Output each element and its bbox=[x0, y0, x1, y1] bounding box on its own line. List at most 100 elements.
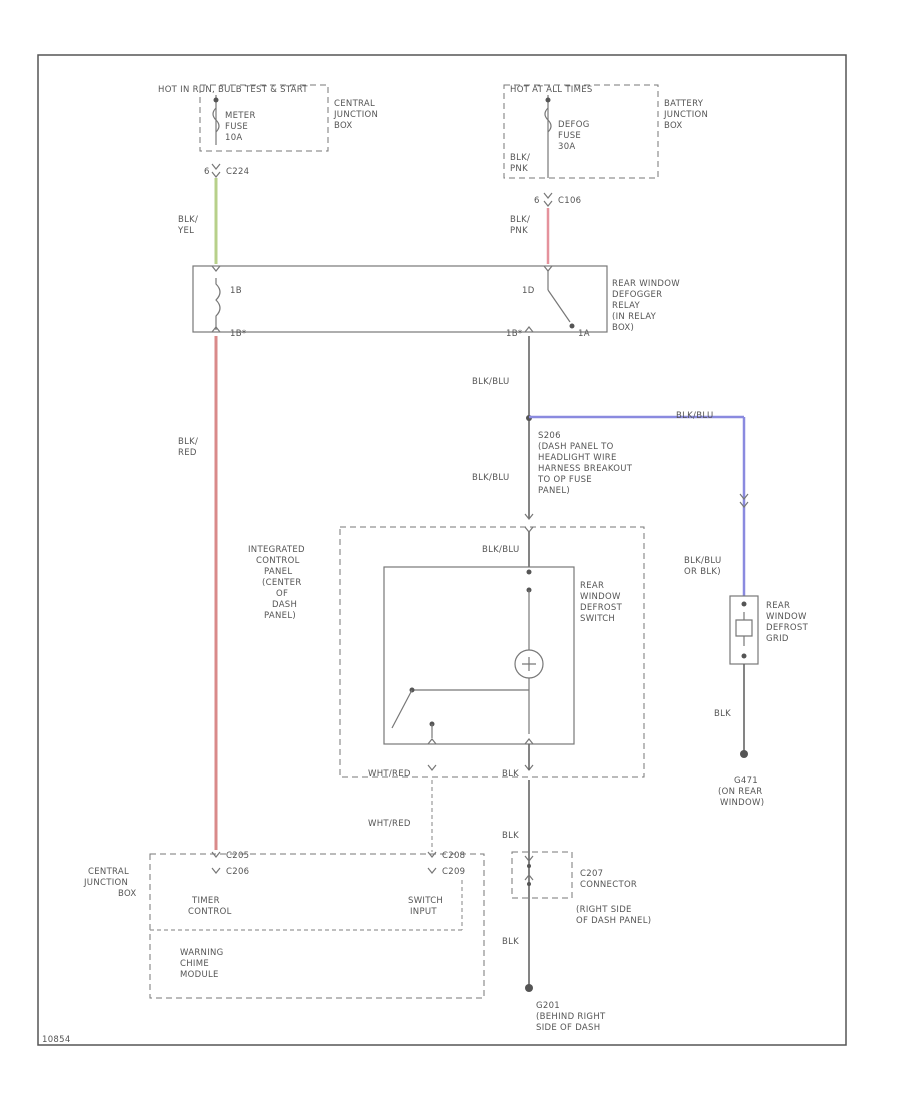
battery-junction-box bbox=[503, 84, 659, 179]
diagram-code: 10854 bbox=[42, 1035, 71, 1045]
wire-label-wht-red-2: WHT/RED bbox=[368, 819, 411, 829]
defrost-switch-contact bbox=[391, 689, 413, 729]
connector-c205-label: C205 bbox=[226, 851, 249, 861]
wire-label-wht-red: WHT/RED bbox=[368, 769, 411, 779]
defog-fuse-label-3: 30A bbox=[558, 142, 576, 152]
relay-label-1: REAR WINDOW bbox=[612, 279, 680, 289]
warning-chime-module-label-3: MODULE bbox=[180, 970, 219, 980]
meter-fuse-label-2: FUSE bbox=[225, 122, 248, 132]
connector-c207 bbox=[511, 851, 573, 899]
ground-g201-label-2: (BEHIND RIGHT bbox=[536, 1012, 606, 1022]
rear-window-defogger-relay bbox=[192, 265, 608, 333]
connector-c207-label-1: C207 bbox=[580, 869, 603, 879]
wire-label-blk-pnk-2: PNK bbox=[510, 226, 528, 236]
ground-g201-label-3: SIDE OF DASH bbox=[536, 1023, 600, 1033]
wire-label-blk-pnk-upper-2: PNK bbox=[510, 164, 528, 174]
splice-label-1: S206 bbox=[538, 431, 561, 441]
wire-label-blk-yel-2: YEL bbox=[177, 226, 194, 236]
wire-label-blk-blu-2: BLK/BLU bbox=[472, 473, 509, 483]
relay-pin-far-right: 1A bbox=[578, 329, 590, 339]
ground-g471-label-2: (ON REAR bbox=[718, 787, 762, 797]
defrost-switch-label-1: REAR bbox=[580, 581, 604, 591]
defog-fuse-label-2: FUSE bbox=[558, 131, 581, 141]
warning-chime-module-label-2: CHIME bbox=[180, 959, 209, 969]
integrated-panel-label-1: INTEGRATED bbox=[248, 545, 305, 555]
wire-label-blk-blu-3: BLK/BLU bbox=[482, 545, 519, 555]
ground-g471-label-1: G471 bbox=[734, 776, 758, 786]
integrated-panel-label-5: OF bbox=[276, 589, 288, 599]
central-junction-box-top-label-3: BOX bbox=[334, 121, 353, 131]
relay-pin-right: 1D bbox=[522, 286, 535, 296]
defog-fuse-label-1: DEFOG bbox=[558, 120, 590, 130]
wire-label-blk-red-1: BLK/ bbox=[178, 437, 198, 447]
splice-label-4: HARNESS BREAKOUT bbox=[538, 464, 633, 474]
splice-label-2: (DASH PANEL TO bbox=[538, 442, 614, 452]
wire-label-blk-yel-1: BLK/ bbox=[178, 215, 198, 225]
connector-c208-label: C208 bbox=[442, 851, 465, 861]
relay-coil-symbol bbox=[215, 278, 221, 330]
integrated-panel-label-6: DASH bbox=[272, 600, 297, 610]
wire-label-blk-blu-horizontal: BLK/BLU bbox=[676, 411, 713, 421]
integrated-panel-label-3: PANEL bbox=[264, 567, 292, 577]
defrost-grid-label-4: GRID bbox=[766, 634, 789, 644]
relay-pin-left: 1B bbox=[230, 286, 242, 296]
wire-label-blk-3: BLK bbox=[502, 937, 519, 947]
meter-fuse-label-1: METER bbox=[225, 111, 256, 121]
wire-label-blk-1: BLK bbox=[502, 769, 519, 779]
relay-label-3: RELAY bbox=[612, 301, 641, 311]
wire-label-blk-pnk-upper-1: BLK/ bbox=[510, 153, 530, 163]
ground-g471 bbox=[740, 750, 748, 758]
wire-label-blk-red-2: RED bbox=[178, 448, 197, 458]
warning-chime-module-label-1: WARNING bbox=[180, 948, 224, 958]
central-junction-box-bottom-label-2: JUNCTION bbox=[83, 878, 128, 888]
ground-g201-label-1: G201 bbox=[536, 1001, 560, 1011]
pin-6-left: 6 bbox=[204, 167, 210, 177]
defrost-grid-label-3: DEFROST bbox=[766, 623, 809, 633]
switch-input-label-1: SWITCH bbox=[408, 896, 443, 906]
connector-c207-label-2: CONNECTOR bbox=[580, 880, 637, 890]
relay-pin-left-bottom: 1B* bbox=[230, 329, 246, 339]
battery-junction-box-label-3: BOX bbox=[664, 121, 683, 131]
central-junction-box-bottom-label-3: BOX bbox=[118, 889, 137, 899]
central-junction-box-top-label-1: CENTRAL bbox=[334, 99, 375, 109]
splice-label-6: PANEL) bbox=[538, 486, 570, 496]
defrost-switch-label-3: DEFROST bbox=[580, 603, 623, 613]
central-junction-box-bottom bbox=[149, 853, 485, 999]
relay-switch-contact bbox=[547, 289, 571, 323]
connector-c224-label: C224 bbox=[226, 167, 249, 177]
connector-c207-location-2: OF DASH PANEL) bbox=[576, 916, 651, 926]
defog-fuse-symbol bbox=[544, 107, 552, 133]
rear-window-defrost-switch bbox=[383, 566, 575, 745]
wire-label-blk-right: BLK bbox=[714, 709, 731, 719]
defrost-grid-element-symbol bbox=[735, 612, 753, 646]
diagram-frame bbox=[37, 54, 847, 1046]
central-junction-box-top bbox=[199, 84, 329, 152]
timer-control-label-2: CONTROL bbox=[188, 907, 232, 917]
ground-g201 bbox=[525, 984, 533, 992]
defrost-grid-label-2: WINDOW bbox=[766, 612, 807, 622]
relay-label-5: BOX) bbox=[612, 323, 634, 333]
connector-c206-label: C206 bbox=[226, 867, 249, 877]
defrost-switch-label-2: WINDOW bbox=[580, 592, 621, 602]
integrated-panel-label-4: (CENTER bbox=[262, 578, 302, 588]
splice-label-5: TO OP FUSE bbox=[537, 475, 592, 485]
switch-input-label-2: INPUT bbox=[410, 907, 437, 917]
meter-fuse-symbol bbox=[212, 107, 220, 133]
wire-label-blk-blu-right-2: OR BLK) bbox=[684, 567, 721, 577]
integrated-panel-label-2: CONTROL bbox=[256, 556, 300, 566]
wire-label-blk-pnk-1: BLK/ bbox=[510, 215, 530, 225]
battery-junction-box-label-1: BATTERY bbox=[664, 99, 704, 109]
pin-6-right: 6 bbox=[534, 196, 540, 206]
integrated-control-panel bbox=[339, 526, 645, 778]
integrated-panel-label-7: PANEL) bbox=[264, 611, 296, 621]
hot-source-left-label: HOT IN RUN, BULB TEST & START bbox=[158, 85, 308, 95]
central-junction-box-bottom-label-1: CENTRAL bbox=[88, 867, 129, 877]
wire-label-blk-2: BLK bbox=[502, 831, 519, 841]
relay-label-2: DEFOGGER bbox=[612, 290, 662, 300]
relay-label-4: (IN RELAY bbox=[612, 312, 657, 322]
relay-pin-right-bottom: 1B* bbox=[506, 329, 522, 339]
ground-g471-label-3: WINDOW) bbox=[720, 798, 764, 808]
connector-c106-label: C106 bbox=[558, 196, 581, 206]
wire-label-blk-blu-right-1: BLK/BLU bbox=[684, 556, 721, 566]
